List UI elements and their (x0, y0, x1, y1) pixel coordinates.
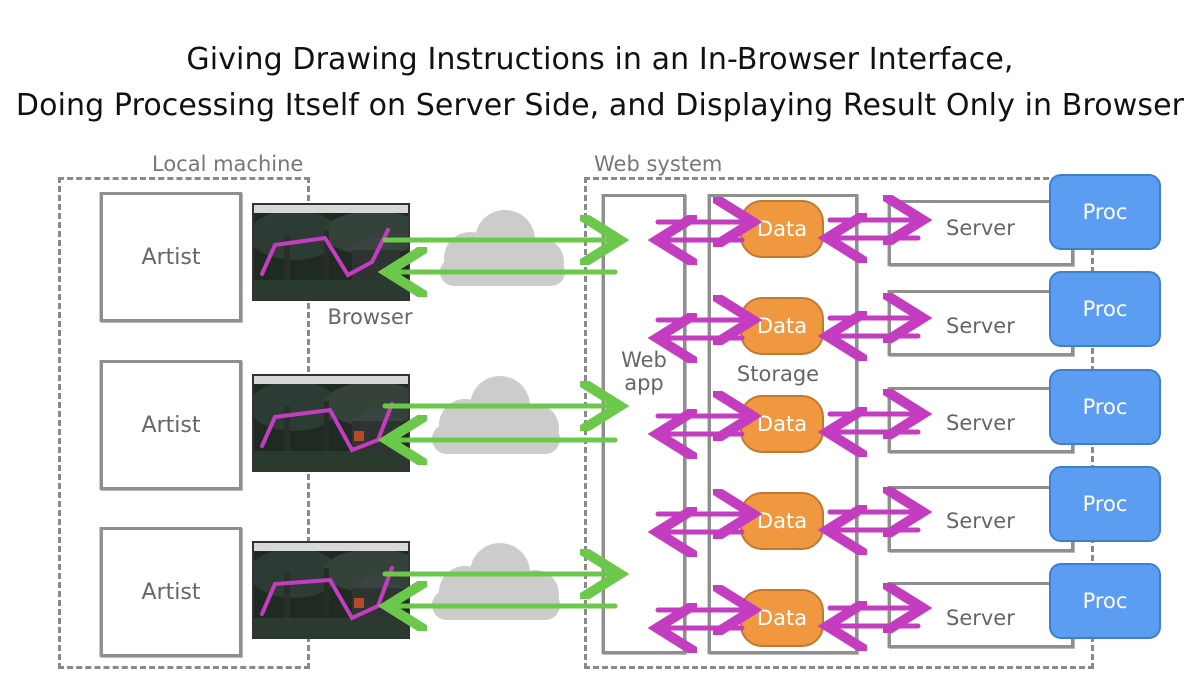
artist-label: Artist (141, 244, 201, 270)
data-node-4: Data (740, 492, 824, 550)
browser-window-3 (252, 541, 410, 639)
browser-label: Browser (327, 305, 413, 329)
cloud-icon (432, 376, 560, 454)
browser-window-1 (252, 203, 410, 301)
artist-box-3: Artist (100, 527, 242, 657)
proc-node-3: Proc (1049, 369, 1161, 445)
diagram-title-line-1: Giving Drawing Instructions in an In-Bro… (186, 42, 1014, 77)
data-node-1: Data (740, 200, 824, 258)
data-label: Data (756, 606, 808, 630)
data-label: Data (756, 217, 808, 241)
proc-node-2: Proc (1049, 271, 1161, 347)
storage-label: Storage (736, 362, 820, 386)
cloud-icon (432, 543, 560, 620)
web-app-box (602, 194, 686, 654)
proc-node-1: Proc (1049, 174, 1161, 250)
proc-node-4: Proc (1049, 466, 1161, 542)
proc-label: Proc (1082, 297, 1128, 321)
server-label: Server (946, 411, 1015, 435)
server-label: Server (946, 216, 1015, 240)
proc-label: Proc (1082, 200, 1128, 224)
server-label: Server (946, 509, 1015, 533)
artist-box-1: Artist (100, 192, 242, 322)
server-label: Server (946, 606, 1015, 630)
proc-label: Proc (1082, 395, 1128, 419)
artist-label: Artist (141, 412, 201, 438)
proc-node-5: Proc (1049, 563, 1161, 639)
artist-box-2: Artist (100, 360, 242, 490)
forest-scene-image (254, 210, 408, 299)
diagram-title-line-2: Doing Processing Itself on Server Side, … (15, 88, 1185, 123)
proc-label: Proc (1082, 589, 1128, 613)
artist-label: Artist (141, 579, 201, 605)
forest-scene-image (254, 381, 408, 470)
server-label: Server (946, 314, 1015, 338)
forest-scene-image (254, 548, 408, 637)
browser-window-2 (252, 374, 410, 472)
data-node-3: Data (740, 395, 824, 453)
proc-label: Proc (1082, 492, 1128, 516)
data-label: Data (756, 509, 808, 533)
web-app-label: Web app (621, 348, 667, 395)
cloud-icon (440, 210, 565, 286)
web-system-label: Web system (594, 152, 723, 176)
data-node-2: Data (740, 297, 824, 355)
data-node-5: Data (740, 589, 824, 647)
data-label: Data (756, 314, 808, 338)
local-machine-label: Local machine (152, 152, 304, 176)
data-label: Data (756, 412, 808, 436)
